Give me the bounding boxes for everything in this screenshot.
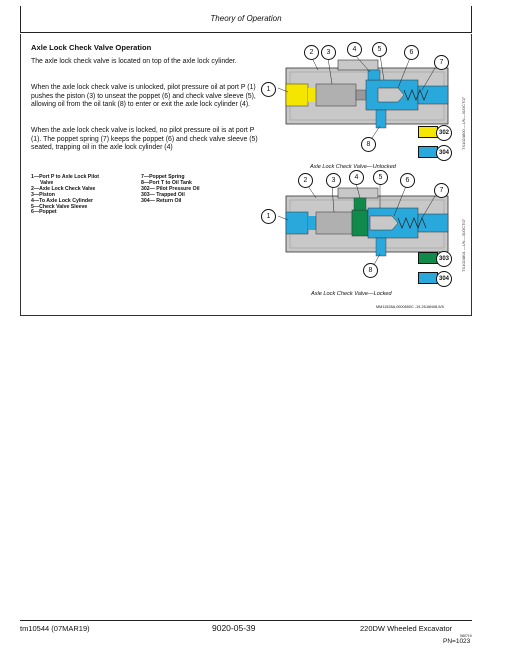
callout-8: 8	[363, 263, 378, 278]
legend-item: 8—Port T to Oil Tank	[141, 179, 192, 186]
callout-2: 2	[304, 45, 319, 60]
section-title: Axle Lock Check Valve Operation	[31, 43, 152, 52]
swatch-number: 302	[436, 125, 452, 141]
legend-item: 303— Trapped Oil	[141, 191, 185, 198]
locked-valve-diagram	[277, 182, 449, 273]
footer-rule	[20, 620, 472, 621]
legend-swatch-pilot: 302	[418, 125, 458, 141]
legend-swatch-return: 304	[418, 145, 458, 161]
legend-item: 304— Return Oil	[141, 197, 182, 204]
figure-id-locked: TX1024801 —UN—31OCT07	[461, 219, 466, 272]
unlocked-valve-diagram	[277, 54, 449, 145]
callout-3: 3	[321, 45, 336, 60]
legend-item: 302— Pilot Pressure Oil	[141, 185, 200, 192]
poppet-and-spring	[377, 87, 429, 103]
callout-3: 3	[326, 173, 341, 188]
callout-4: 4	[349, 170, 364, 185]
legend-item: 3—Piston	[31, 191, 55, 198]
content-frame	[20, 34, 472, 316]
legend-column-left: 1—Port P to Axle Lock Pilot Valve 2—Axle…	[31, 174, 100, 216]
callout-5: 5	[372, 42, 387, 57]
legend-item: 7—Poppet Spring	[141, 174, 185, 180]
callout-7: 7	[434, 183, 449, 198]
swatch-color	[418, 126, 438, 138]
callout-6: 6	[404, 45, 419, 60]
return-oil-region	[367, 207, 449, 257]
pilot-port-region	[285, 211, 316, 235]
callout-4: 4	[347, 42, 362, 57]
paragraph-locked: When the axle lock check valve is locked…	[31, 127, 258, 152]
paragraph-location: The axle lock check valve is located on …	[31, 58, 237, 65]
header-right-border	[471, 6, 472, 33]
legend-swatch-trapped: 303	[418, 251, 458, 267]
trapped-oil-region	[351, 197, 369, 237]
swatch-color	[418, 146, 438, 158]
legend-item: 4—To Axle Lock Cylinder	[31, 197, 93, 204]
callout-5: 5	[373, 170, 388, 185]
piston	[315, 83, 367, 107]
legend-item: 1—Port P to Axle Lock Pilot	[31, 174, 100, 180]
reference-code: MM11528A,0000650C -19-25JAN08-5/5	[376, 305, 444, 309]
callout-7: 7	[434, 55, 449, 70]
callout-6: 6	[400, 173, 415, 188]
callout-2: 2	[298, 173, 313, 188]
legend-item: 6—Poppet	[31, 209, 57, 216]
legend-item: 2—Axle Lock Check Valve	[31, 185, 96, 192]
swatch-number: 303	[436, 251, 452, 267]
legend-column-right: 7—Poppet Spring 8—Port T to Oil Tank 302…	[141, 174, 200, 205]
callout-1: 1	[261, 209, 276, 224]
legend-item: 5—Check Valve Sleeve	[31, 203, 88, 210]
leader-lines	[277, 54, 436, 145]
footer-machine-name: 220DW Wheeled Excavator	[360, 624, 453, 633]
swatch-number: 304	[436, 271, 452, 287]
poppet-and-spring	[369, 215, 427, 231]
header-left-border	[20, 6, 21, 33]
leader-lines	[277, 182, 436, 273]
legend-swatch-return: 304	[418, 271, 458, 287]
callout-1: 1	[261, 82, 276, 97]
footer-page-number: PN=1023	[443, 638, 471, 645]
footer-section-number: 9020-05-39	[212, 623, 256, 633]
legend-item: Valve	[40, 179, 54, 186]
piston	[315, 211, 353, 235]
swatch-color	[418, 272, 438, 284]
callout-8: 8	[361, 137, 376, 152]
caption-locked: Axle Lock Check Valve—Locked	[311, 291, 392, 297]
caption-unlocked: Axle Lock Check Valve—Unlocked	[310, 164, 396, 170]
page-header-title: Theory of Operation	[210, 14, 282, 23]
swatch-number: 304	[436, 145, 452, 161]
footer-date-code: 080719	[460, 634, 472, 638]
pilot-pressure-oil-region	[285, 83, 316, 107]
paragraph-unlocked: When the axle lock check valve is unlock…	[31, 84, 256, 109]
swatch-color	[418, 252, 438, 264]
footer-manual-id: tm10544 (07MAR19)	[20, 624, 90, 633]
figure-id-unlocked: TX1024800 —UN—31OCT07	[461, 97, 466, 150]
header-rule	[20, 32, 472, 33]
